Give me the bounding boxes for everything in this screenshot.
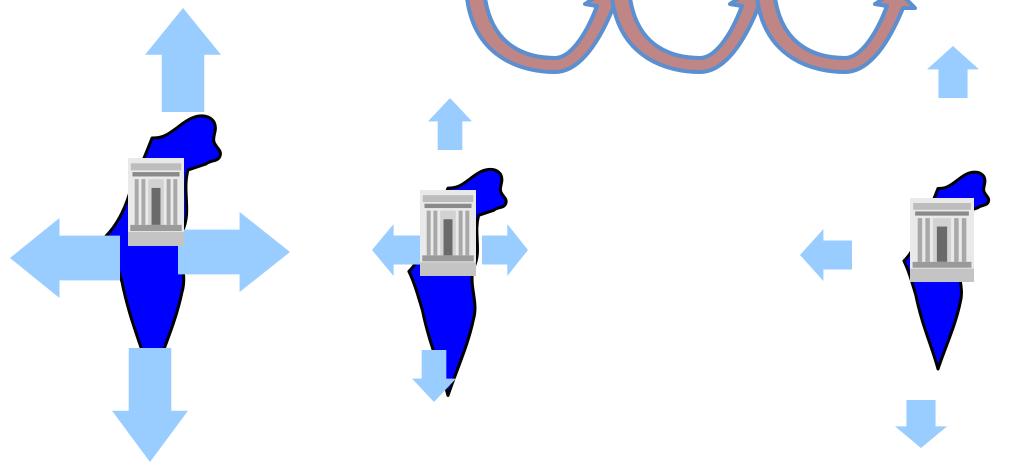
temple-building-photo: [910, 198, 974, 282]
figures-group: [10, 8, 991, 462]
arrow-right-icon: [178, 212, 290, 292]
figure-expanded: [10, 8, 290, 462]
arrow-up-icon: [895, 400, 947, 448]
arrow-down-icon: [927, 46, 979, 98]
arrow-up-icon: [428, 98, 472, 150]
cycle-arrow: [610, 0, 772, 74]
cycle-arrows-group: [465, 0, 917, 74]
arrow-right-icon: [800, 229, 852, 281]
figure-contracted: [800, 46, 991, 448]
arrow-left-icon: [10, 218, 120, 298]
temple-building-photo: [420, 190, 476, 276]
cycle-arrow: [465, 0, 627, 74]
temple-building-photo: [128, 158, 184, 246]
cycle-arrow: [755, 0, 917, 74]
arrow-right-icon: [482, 224, 528, 276]
figure-normal: [372, 98, 528, 402]
arrow-down-icon: [112, 348, 188, 462]
arrow-up-icon: [145, 8, 221, 112]
